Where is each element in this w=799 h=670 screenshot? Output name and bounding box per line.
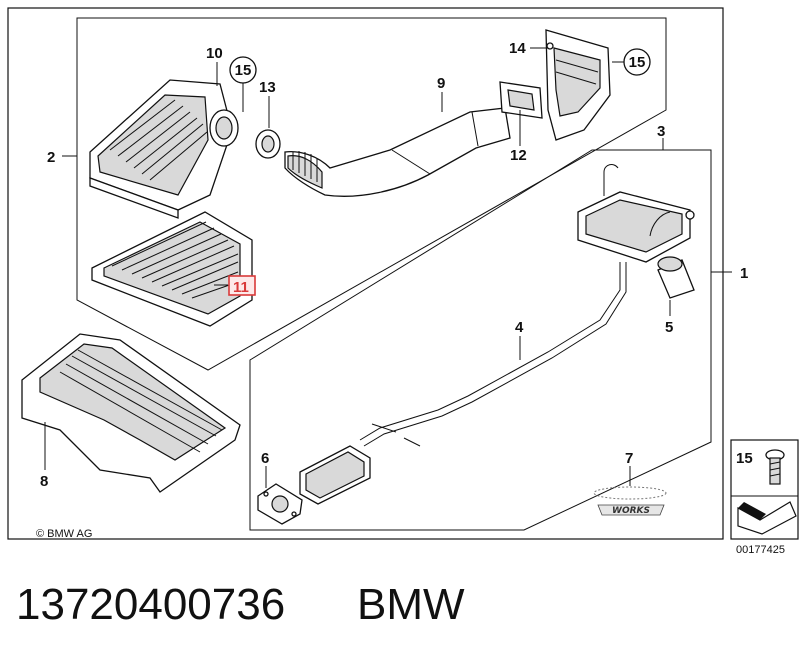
intake-duct bbox=[284, 107, 511, 197]
callout-13: 13 bbox=[259, 79, 276, 96]
callout-7: 7 bbox=[625, 450, 633, 467]
callout-4: 4 bbox=[515, 319, 524, 336]
copyright: © BMW AG bbox=[36, 528, 92, 540]
flange-gasket bbox=[257, 483, 303, 525]
callout-8: 8 bbox=[40, 473, 48, 490]
works-emblem: WORKS bbox=[593, 486, 667, 516]
callout-2: 2 bbox=[47, 149, 55, 166]
part-number: 13720400736 bbox=[16, 580, 286, 629]
callout-15b: 15 bbox=[629, 54, 646, 71]
callout-11-highlight bbox=[228, 275, 256, 296]
callout-3: 3 bbox=[657, 123, 665, 140]
works-emblem-text: WORKS bbox=[612, 506, 650, 516]
brand-name: BMW bbox=[357, 580, 465, 629]
callout-12: 12 bbox=[510, 147, 527, 164]
leader-lines bbox=[44, 47, 732, 488]
callout-9: 9 bbox=[437, 75, 445, 92]
callout-10: 10 bbox=[206, 45, 223, 62]
exhaust-pipe bbox=[359, 262, 627, 447]
screw bbox=[765, 449, 785, 485]
callout-11: 11 bbox=[233, 279, 249, 296]
callout-1: 1 bbox=[740, 265, 748, 282]
callout-15c: 15 bbox=[736, 450, 753, 467]
diagram-number: 00177425 bbox=[736, 544, 785, 556]
mounting-bracket bbox=[545, 29, 611, 141]
rear-silencer bbox=[577, 164, 695, 263]
callout-15a: 15 bbox=[235, 62, 252, 79]
intake-assembly-panel bbox=[76, 17, 667, 371]
exhaust-assembly-panel bbox=[249, 149, 712, 531]
engine-cover bbox=[21, 333, 241, 493]
arrow-icon bbox=[737, 501, 797, 535]
callout-6: 6 bbox=[261, 450, 269, 467]
diagram-frame bbox=[7, 7, 724, 540]
tailpipe-trim bbox=[657, 256, 695, 299]
hardware-panel bbox=[730, 439, 799, 540]
callout-14: 14 bbox=[509, 40, 526, 57]
duct-seal bbox=[499, 81, 543, 119]
front-silencer bbox=[299, 445, 371, 505]
callout-5: 5 bbox=[665, 319, 673, 336]
callout-15-circle-b bbox=[623, 48, 651, 76]
filter-element bbox=[91, 211, 253, 327]
gasket-ring bbox=[255, 129, 281, 159]
callout-15-circle-a bbox=[229, 56, 257, 84]
air-filter-housing bbox=[89, 79, 239, 219]
